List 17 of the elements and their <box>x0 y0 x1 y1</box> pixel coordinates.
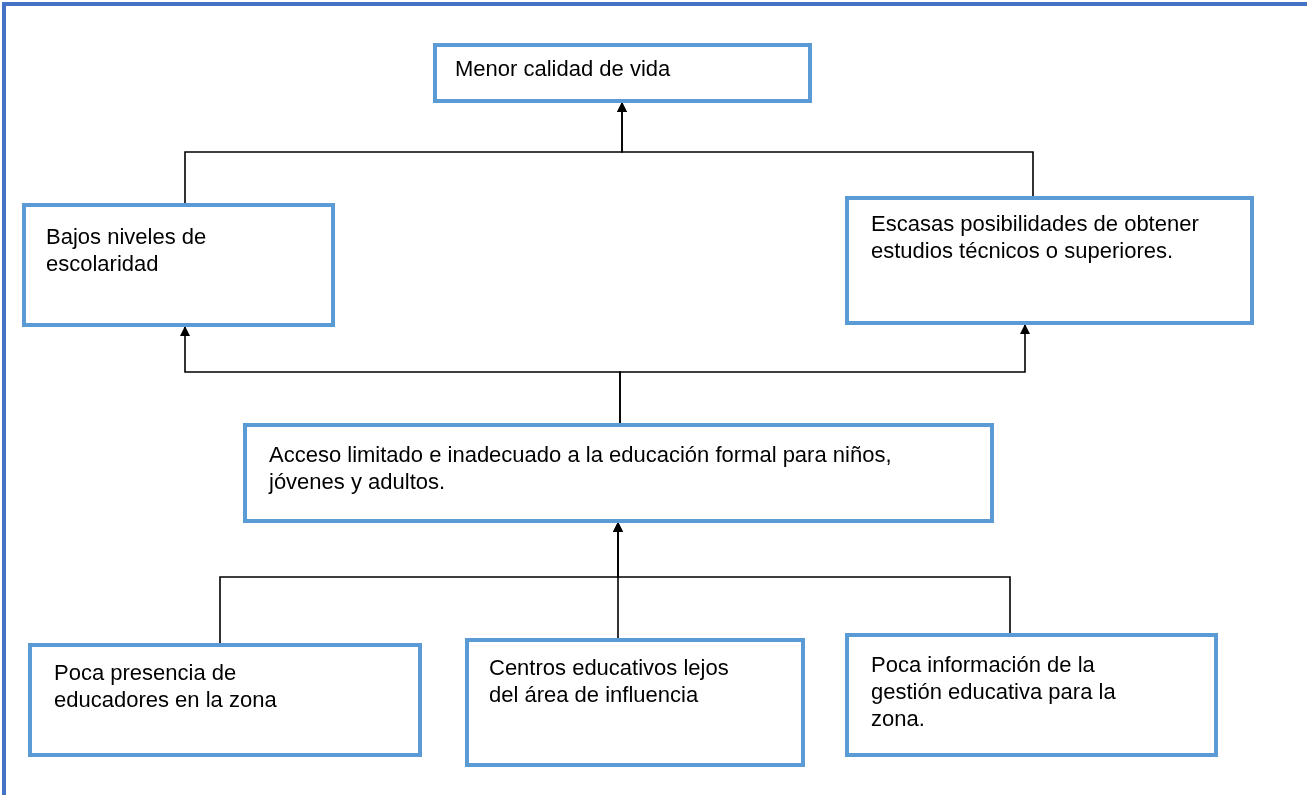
box-text: Centros educativos lejos del área de influencia <box>489 654 730 708</box>
box-text: Escasas posibilidades de obtener estudios técnicos o superiores. <box>871 210 1200 264</box>
text-box <box>845 633 1218 757</box>
box-text: Poca presencia de educadores en la zona <box>54 659 278 713</box>
arrow <box>617 102 1034 197</box>
arrow <box>613 522 1011 634</box>
text-box <box>28 643 422 757</box>
box-text: Poca información de la gestión educativa para la zona. <box>871 651 1117 732</box>
text-box <box>433 43 812 103</box>
text-box <box>465 638 805 767</box>
box-text: Bajos niveles de escolaridad <box>46 223 208 277</box>
text-box <box>243 423 994 523</box>
text-box <box>22 203 335 327</box>
box-text: Menor calidad de vida <box>455 55 672 82</box>
arrow <box>619 324 1030 424</box>
text-box <box>845 196 1254 325</box>
box-text: Acceso limitado e inadecuado a la educación formal para niños, jóvenes y adultos. <box>269 441 893 495</box>
